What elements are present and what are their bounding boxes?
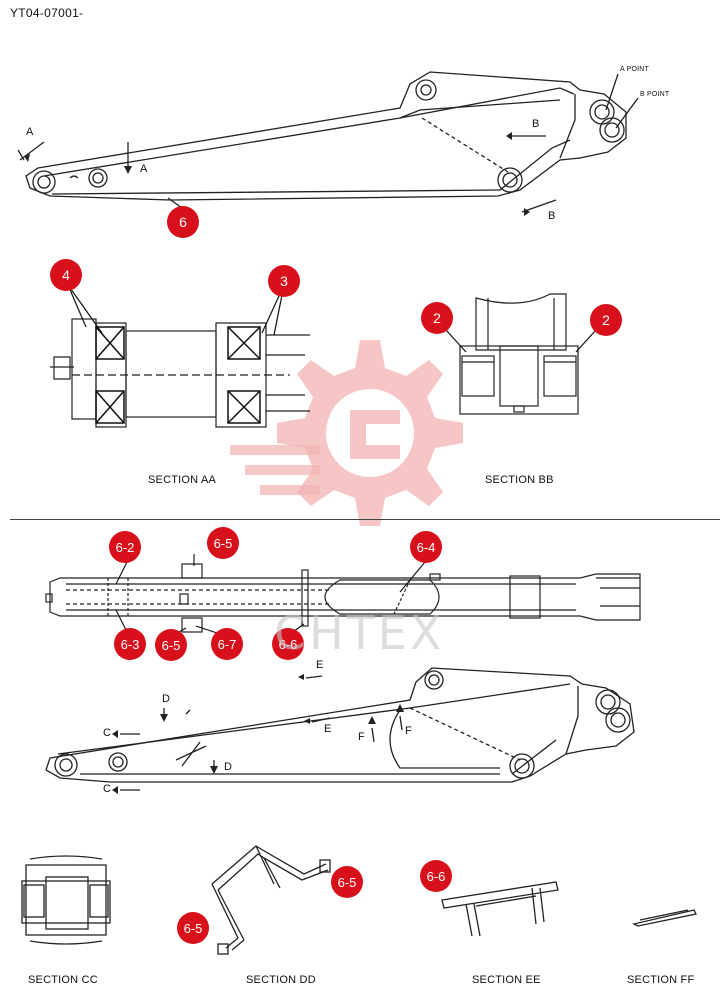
section-ff-label: SECTION FF (627, 974, 695, 986)
callout-2-badge-left: 2 (421, 302, 453, 334)
section-c-arrow-letter-bottom: C (103, 783, 111, 795)
callout-6-2-badge: 6-2 (109, 531, 141, 563)
boom-side-view-top (17, 71, 639, 216)
section-b-arrow-letter-bottom: B (548, 210, 556, 222)
watermark-text: CHTEX (274, 606, 445, 660)
section-b-arrow-letter-top: B (532, 118, 540, 130)
a-point-label: A POINT (620, 66, 650, 73)
callout-6-5-badge-bottom: 6-5 (155, 629, 187, 661)
section-e-arrow-letter-top: E (316, 659, 324, 671)
callout-6-5-badge-top: 6-5 (207, 527, 239, 559)
callout-4-badge: 4 (50, 259, 82, 291)
document-code: YT04-07001- (10, 6, 84, 20)
callout-3-badge: 3 (268, 265, 300, 297)
section-cc-label: SECTION CC (28, 974, 98, 986)
section-aa-label: SECTION AA (148, 474, 217, 486)
callout-6-6-badge: 6-6 (272, 628, 304, 660)
section-a-arrow-letter-mid: A (140, 163, 148, 175)
section-d-arrow-letter-top: D (162, 693, 170, 705)
callout-2-badge-right: 2 (590, 304, 622, 336)
b-point-label: B POINT (640, 91, 670, 98)
section-ff-drawing (632, 909, 697, 927)
section-f-arrow-letter-right: F (405, 725, 412, 737)
section-a-arrow-letter-left: A (26, 126, 34, 138)
callout-6-6-badge-ee: 6-6 (420, 860, 452, 892)
callout-6-4-badge: 6-4 (410, 531, 442, 563)
callout-6-badge: 6 (167, 206, 199, 238)
callout-6-5-badge-dd-right: 6-5 (331, 866, 363, 898)
section-ee-label: SECTION EE (472, 974, 541, 986)
callout-6-5-badge-dd-left: 6-5 (177, 912, 209, 944)
page-divider (10, 519, 720, 520)
section-f-arrow-letter-left: F (358, 731, 365, 743)
section-dd-label: SECTION DD (246, 974, 316, 986)
boom-plan-view (45, 554, 641, 637)
section-c-arrow-letter-top: C (103, 727, 111, 739)
section-bb-label: SECTION BB (485, 474, 554, 486)
section-aa-drawing (50, 284, 310, 428)
section-bb-drawing (445, 293, 597, 415)
watermark-gear-logo (230, 340, 463, 526)
section-d-arrow-letter-bottom: D (224, 761, 232, 773)
section-cc-drawing (21, 855, 111, 945)
section-ee-drawing (441, 881, 559, 937)
boom-side-view-bottom (45, 667, 635, 794)
callout-6-7-badge: 6-7 (211, 628, 243, 660)
section-e-arrow-letter-mid: E (324, 723, 332, 735)
callout-6-3-badge: 6-3 (114, 628, 146, 660)
section-dd-drawing (211, 845, 331, 955)
